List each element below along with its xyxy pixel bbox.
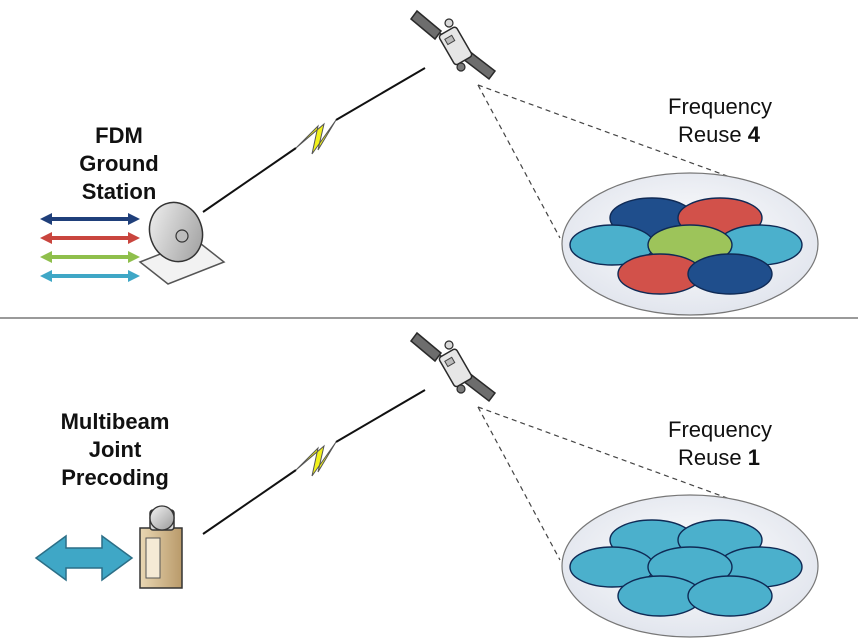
arrow-head-right (128, 270, 140, 282)
beam-spot (687, 575, 773, 617)
multibeam-title: Multibeam Joint Precoding (20, 408, 210, 492)
fdm-title-line-3: Station (81, 179, 157, 204)
arrow-head-left (40, 213, 52, 225)
beam-edge-line (477, 406, 561, 561)
bottom-reuse-line-2: Reuse 1 (668, 444, 838, 472)
lightning-bolt-icon (295, 441, 337, 477)
multibeam-title-line-3: Precoding (61, 465, 169, 490)
uplink-line (335, 67, 426, 121)
rack-panel (145, 537, 161, 579)
top-reuse-prefix: Reuse (678, 122, 748, 147)
top-panel (202, 10, 819, 316)
frequency-arrow (40, 251, 140, 263)
multibeam-title-line-1: Multibeam (60, 409, 170, 434)
uplink-line (202, 147, 297, 213)
top-reuse-line-1: Frequency (668, 94, 772, 119)
fdm-title-line-1: FDM (95, 123, 143, 148)
frequency-arrow (40, 270, 140, 282)
uplink-line (335, 389, 426, 443)
dish-feed (175, 229, 189, 243)
mini-dish-icon (149, 505, 175, 531)
top-reuse-value: 4 (747, 122, 760, 147)
arrow-head-left (40, 232, 52, 244)
fdm-title-line-2: Ground (79, 151, 159, 176)
frequency-arrow (40, 232, 140, 244)
frequency-arrow (40, 213, 140, 225)
bottom-panel (202, 332, 819, 638)
bottom-frequency-reuse-label: Frequency Reuse 1 (668, 416, 838, 472)
arrow-head-right (128, 251, 140, 263)
multibeam-ground-station (34, 505, 183, 589)
bottom-reuse-line-1: Frequency (668, 417, 772, 442)
beam-edge-line (477, 84, 561, 239)
arrow-head-right (128, 213, 140, 225)
top-frequency-reuse-label: Frequency Reuse 4 (668, 93, 838, 149)
arrow-head-left (40, 270, 52, 282)
satellite-dish-icon (148, 201, 204, 263)
arrow-head-left (40, 251, 52, 263)
lightning-bolt-icon (295, 119, 337, 155)
beam-spot (687, 253, 773, 295)
bidirectional-arrow-icon (34, 534, 134, 582)
bottom-reuse-prefix: Reuse (678, 445, 748, 470)
uplink-line (202, 469, 297, 535)
fdm-station-title: FDM Ground Station (44, 122, 194, 206)
arrow-head-right (128, 232, 140, 244)
fdm-ground-station (40, 201, 226, 285)
bottom-reuse-value: 1 (747, 445, 760, 470)
multibeam-title-line-2: Joint (88, 437, 142, 462)
top-reuse-line-2: Reuse 4 (668, 121, 838, 149)
